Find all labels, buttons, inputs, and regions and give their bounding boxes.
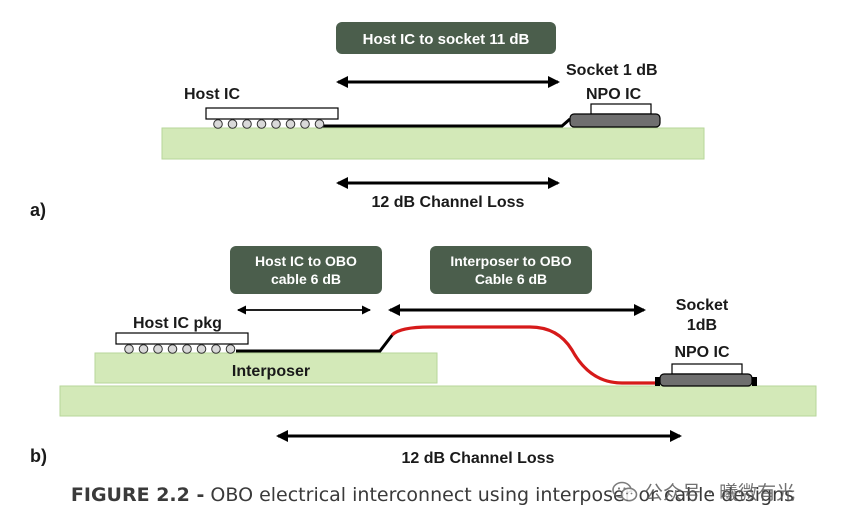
solder-ball	[227, 119, 238, 129]
host-pkg-label: Host IC pkg	[133, 315, 222, 332]
panel-tag: b)	[30, 446, 47, 466]
pill-text-line1: Host IC to OBO	[255, 253, 357, 269]
interposer-label: Interposer	[232, 363, 310, 380]
pill-bg	[230, 246, 382, 294]
pill-text-line2: Cable 6 dB	[475, 271, 547, 287]
pcb-trace	[322, 117, 571, 128]
host-ic-body	[205, 107, 339, 120]
pill-interposer-to-obo: Interposer to OBO Cable 6 dB	[430, 246, 592, 294]
pill-host-to-socket: Host IC to socket 11 dB	[336, 22, 556, 54]
socket-body	[659, 373, 753, 387]
host-pkg-body	[115, 332, 249, 345]
host-ic-pkg-chip	[115, 332, 249, 354]
solder-ball	[242, 119, 252, 129]
figure-number: FIGURE 2.2 -	[70, 484, 205, 506]
channel-loss-label: 12 dB Channel Loss	[402, 450, 555, 467]
solder-ball	[213, 119, 223, 129]
pill-host-to-obo: Host IC to OBO cable 6 dB	[230, 246, 382, 294]
pcb-board	[59, 385, 817, 417]
channel-loss-label: 12 dB Channel Loss	[372, 194, 525, 211]
obo-cable	[390, 325, 660, 385]
interposer-board	[94, 352, 438, 384]
solder-ball	[314, 119, 325, 129]
pill-text-line2: cable 6 dB	[271, 271, 341, 287]
npo-ic-socket	[655, 363, 757, 387]
panel-a: Host IC to socket 11 dB Host IC Socket 1…	[30, 22, 705, 220]
solder-ball	[182, 344, 192, 354]
solder-ball	[153, 344, 163, 354]
solder-ball	[225, 344, 236, 354]
solder-ball	[271, 119, 281, 129]
npo-ic-label: NPO IC	[586, 86, 642, 103]
figure-text: OBO electrical interconnect using interp…	[210, 484, 795, 506]
npo-ic-socket	[569, 103, 661, 128]
host-ic-label: Host IC	[184, 86, 240, 103]
watermark-text: 公众号 · 曦微有光	[644, 482, 796, 504]
socket-label-line2: 1dB	[687, 317, 717, 334]
solder-ball	[285, 119, 296, 129]
pill-text-line1: Interposer to OBO	[450, 253, 571, 269]
solder-ball	[196, 344, 207, 354]
watermark: 公众号 · 曦微有光	[612, 478, 795, 505]
solder-ball	[138, 344, 149, 354]
socket-label: Socket 1 dB	[566, 62, 658, 79]
socket-clip-right	[752, 377, 757, 386]
npo-ic-label: NPO IC	[674, 344, 730, 361]
interposer-trace	[236, 333, 395, 353]
pill-text: Host IC to socket 11 dB	[363, 31, 530, 48]
host-ic-chip	[205, 107, 339, 129]
solder-ball	[124, 344, 134, 354]
panel-tag: a)	[30, 200, 46, 220]
solder-ball	[256, 119, 267, 129]
socket-label-line1: Socket	[676, 297, 729, 314]
pill-bg	[336, 22, 556, 54]
npo-ic-die	[590, 103, 652, 115]
figure-caption: FIGURE 2.2 - OBO electrical interconnect…	[0, 484, 865, 506]
pcb-board	[161, 127, 705, 160]
solder-balls	[213, 119, 325, 129]
wechat-icon	[612, 481, 638, 501]
solder-balls	[124, 344, 236, 354]
npo-ic-die	[671, 363, 743, 375]
solder-ball	[211, 344, 221, 354]
solder-ball	[300, 119, 310, 129]
socket-body	[569, 113, 661, 128]
socket-clip-left	[655, 377, 660, 386]
panel-b: Host IC to OBO cable 6 dB Interposer to …	[30, 246, 817, 467]
solder-ball	[167, 344, 178, 354]
pill-bg	[430, 246, 592, 294]
